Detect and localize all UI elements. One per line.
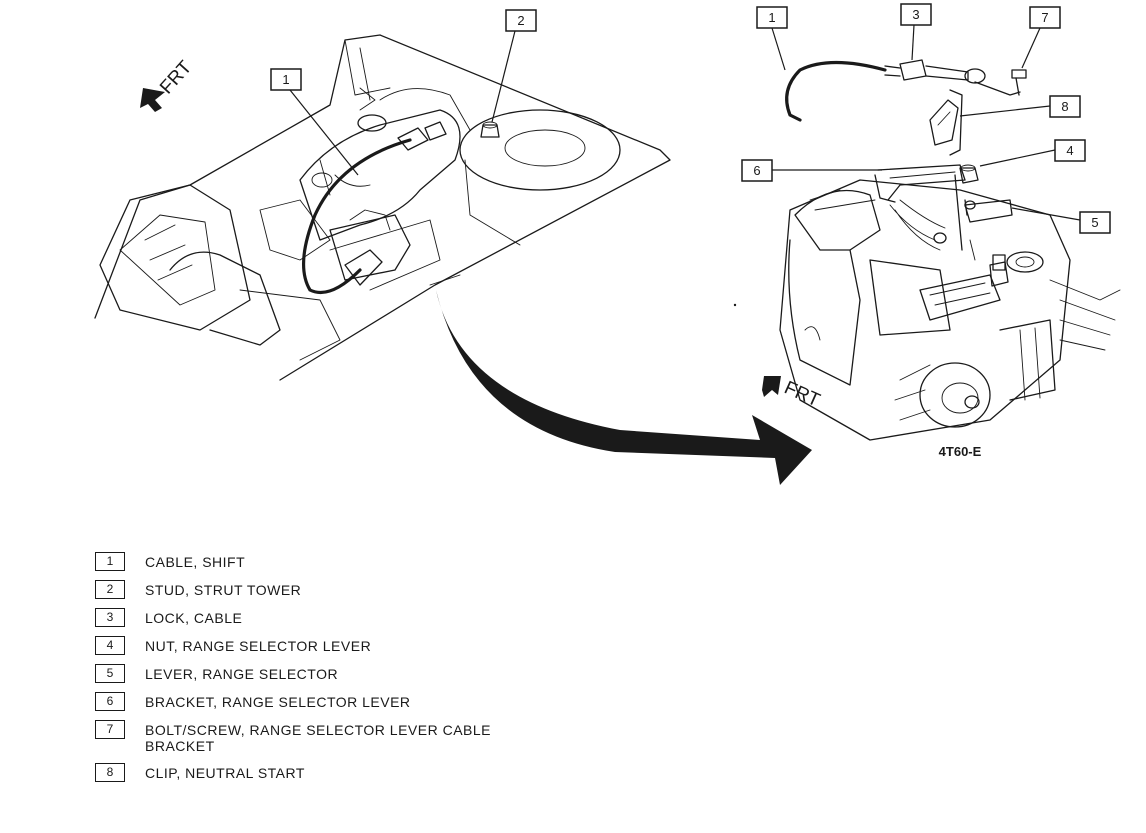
legend-item: 2 STUD, STRUT TOWER: [95, 580, 575, 599]
legend-number: 4: [95, 636, 125, 655]
leader-right-7: [1021, 27, 1041, 69]
callout-right-8: 8: [1061, 99, 1068, 114]
callout-right-7: 7: [1041, 10, 1048, 25]
leader-right-4: [979, 149, 1056, 167]
legend-label: LEVER, RANGE SELECTOR: [145, 666, 339, 682]
parts-legend: 1 CABLE, SHIFT 2 STUD, STRUT TOWER 3 LOC…: [95, 552, 575, 791]
callout-right-4: 4: [1066, 143, 1073, 158]
leader-right-8: [959, 105, 1051, 117]
callout-right-3: 3: [912, 7, 919, 22]
callout-left-2: 2: [517, 13, 524, 28]
legend-item: 7 BOLT/SCREW, RANGE SELECTOR LEVER CABLE…: [95, 720, 575, 754]
transfer-arrow: [436, 290, 812, 485]
engine-compartment-view: [94, 34, 671, 381]
model-code: 4T60-E: [939, 444, 982, 459]
legend-label: BOLT/SCREW, RANGE SELECTOR LEVER CABLE B…: [145, 722, 492, 754]
legend-item: 3 LOCK, CABLE: [95, 608, 575, 627]
callout-right-5: 5: [1091, 215, 1098, 230]
legend-number: 2: [95, 580, 125, 599]
legend-number: 5: [95, 664, 125, 683]
legend-number: 1: [95, 552, 125, 571]
frt-label-right: FRT: [781, 377, 823, 411]
legend-number: 8: [95, 763, 125, 782]
legend-item: 5 LEVER, RANGE SELECTOR: [95, 664, 575, 683]
leader-left-2: [491, 30, 516, 123]
callout-box-left-1: [270, 68, 302, 91]
frt-arrow-right: FRT: [762, 376, 823, 412]
callout-right-6: 6: [753, 163, 760, 178]
leader-right-5: [1011, 207, 1081, 221]
legend-item: 8 CLIP, NEUTRAL START: [95, 763, 575, 782]
callout-box-right-5: [1079, 211, 1111, 234]
legend-label: CABLE, SHIFT: [145, 554, 246, 570]
legend-label: NUT, RANGE SELECTOR LEVER: [145, 638, 372, 654]
legend-label: CLIP, NEUTRAL START: [145, 765, 305, 781]
legend-label: LOCK, CABLE: [145, 610, 243, 626]
leader-right-3: [911, 24, 915, 61]
legend-number: 3: [95, 608, 125, 627]
leader-right-1: [771, 27, 786, 71]
legend-item: 6 BRACKET, RANGE SELECTOR LEVER: [95, 692, 575, 711]
legend-number: 6: [95, 692, 125, 711]
callout-box-right-7: [1029, 6, 1061, 29]
callout-left-1: 1: [282, 72, 289, 87]
callout-right-1: 1: [768, 10, 775, 25]
transaxle-detail-view: [779, 59, 1121, 441]
callout-box-right-3: [900, 3, 932, 26]
legend-label: STUD, STRUT TOWER: [145, 582, 302, 598]
legend-number: 7: [95, 720, 125, 739]
frt-arrow-left: FRT: [140, 57, 196, 112]
legend-item: 1 CABLE, SHIFT: [95, 552, 575, 571]
leader-left-1: [289, 89, 359, 176]
legend-label: BRACKET, RANGE SELECTOR LEVER: [145, 694, 411, 710]
callout-box-left-2: [505, 9, 537, 32]
legend-item: 4 NUT, RANGE SELECTOR LEVER: [95, 636, 575, 655]
